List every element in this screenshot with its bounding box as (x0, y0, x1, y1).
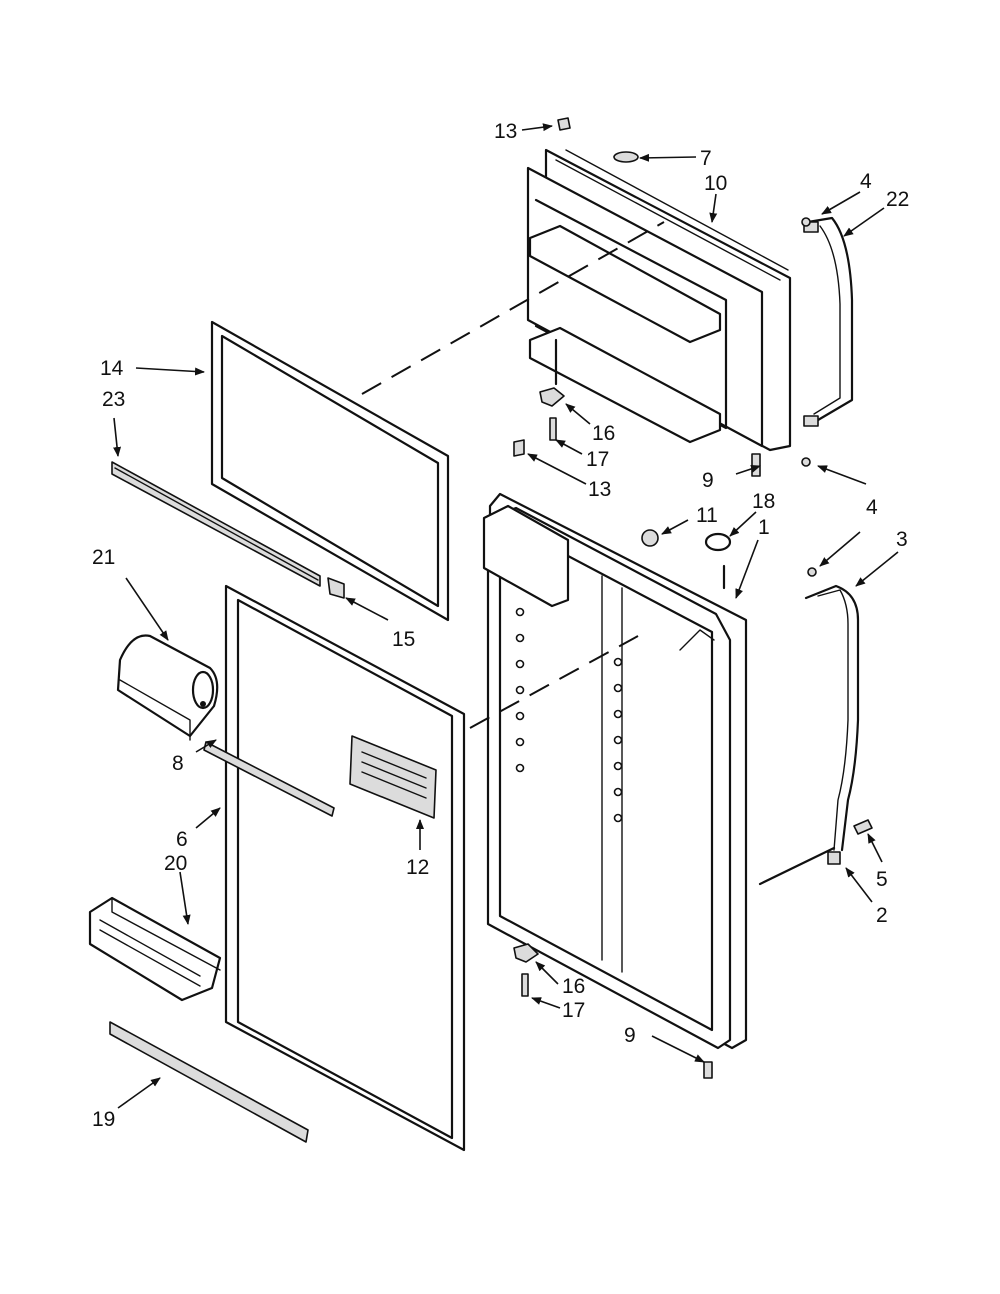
callout-9-top: 9 (702, 469, 714, 492)
shelf-hole (613, 709, 623, 719)
callout-4-top: 4 (860, 170, 872, 193)
shelf-hole (613, 787, 623, 797)
callout-18: 18 (752, 490, 775, 513)
trim-strip-bottom (109, 1021, 309, 1143)
shelf-hole (515, 763, 525, 773)
dairy-door-bin (116, 634, 219, 741)
trim-strip-top (111, 461, 321, 587)
callout-13-bottom: 13 (588, 478, 611, 501)
callout-14: 14 (100, 357, 124, 380)
callout-3: 3 (896, 528, 908, 551)
freezer-door-gasket (210, 320, 450, 622)
callout-15: 15 (392, 628, 415, 651)
door-shelf-bin (88, 896, 222, 1002)
shelf-cover (349, 735, 437, 819)
callout-23: 23 (102, 388, 125, 411)
freezer-door-handle (803, 216, 854, 427)
shelf-hole (613, 657, 623, 667)
shelf-hole (613, 813, 623, 823)
fresh-food-door-shelf-holes (515, 607, 623, 823)
callout-4-middle: 4 (866, 496, 878, 519)
gasket-clip (327, 577, 345, 599)
callout-10: 10 (704, 172, 727, 195)
fresh-food-door-gasket (224, 584, 466, 1152)
callout-7: 7 (700, 147, 712, 170)
alignment-lines (361, 221, 836, 886)
callout-19: 19 (92, 1108, 115, 1131)
callout-16-top: 16 (592, 422, 615, 445)
callout-17-bottom: 17 (562, 999, 585, 1022)
callout-16-bottom: 16 (562, 975, 585, 998)
callout-11: 11 (696, 504, 718, 527)
shelf-hole (515, 659, 525, 669)
fresh-food-door (482, 492, 748, 1050)
shelf-hole (515, 737, 525, 747)
shelf-hole (515, 711, 525, 721)
callout-9-bottom: 9 (624, 1024, 636, 1047)
freezer-door (526, 148, 792, 452)
shelf-hole (613, 735, 623, 745)
callout-2: 2 (876, 904, 888, 927)
callout-20: 20 (164, 852, 187, 875)
callout-1: 1 (758, 516, 770, 539)
fresh-food-door-handle (804, 584, 860, 865)
shelf-hole (515, 633, 525, 643)
callout-13-top: 13 (494, 120, 517, 143)
hardware-screws-and-hinges (513, 117, 873, 1079)
callout-21: 21 (92, 546, 115, 569)
callout-8: 8 (172, 752, 184, 775)
shelf-hole (613, 683, 623, 693)
shelf-hole (515, 685, 525, 695)
leader-arrows (113, 123, 899, 1109)
callout-12: 12 (406, 856, 429, 879)
shelf-hole (515, 607, 525, 617)
callout-17-top: 17 (586, 448, 609, 471)
callout-labels: 13 7 10 4 22 14 23 16 17 9 13 4 18 11 1 … (92, 120, 909, 1131)
callout-22: 22 (886, 188, 909, 211)
shelf-hole (613, 761, 623, 771)
callout-5: 5 (876, 868, 888, 891)
callout-6: 6 (176, 828, 188, 851)
